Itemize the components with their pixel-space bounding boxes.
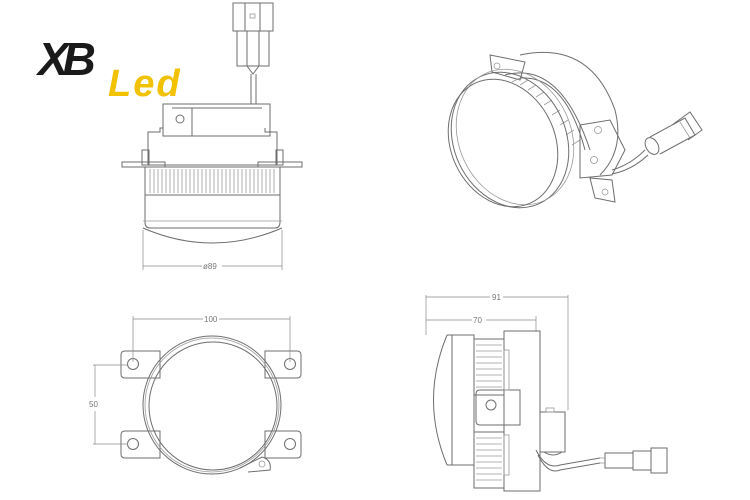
side-view-drawing: 91 70	[425, 293, 668, 492]
front-view-drawing: 100 50	[89, 315, 302, 475]
top-view-drawing: ø89	[121, 2, 303, 271]
body-length-dimension: 70	[473, 316, 482, 325]
overall-length-dimension: 91	[492, 293, 501, 302]
width-dimension: 100	[204, 315, 218, 324]
diameter-dimension: ø89	[203, 262, 217, 271]
brand-logo: XB Led	[35, 33, 182, 105]
isometric-view-drawing	[447, 51, 703, 209]
logo-xb-text: XB	[35, 33, 95, 85]
logo-led-text: Led	[108, 63, 182, 105]
height-dimension: 50	[89, 400, 98, 409]
